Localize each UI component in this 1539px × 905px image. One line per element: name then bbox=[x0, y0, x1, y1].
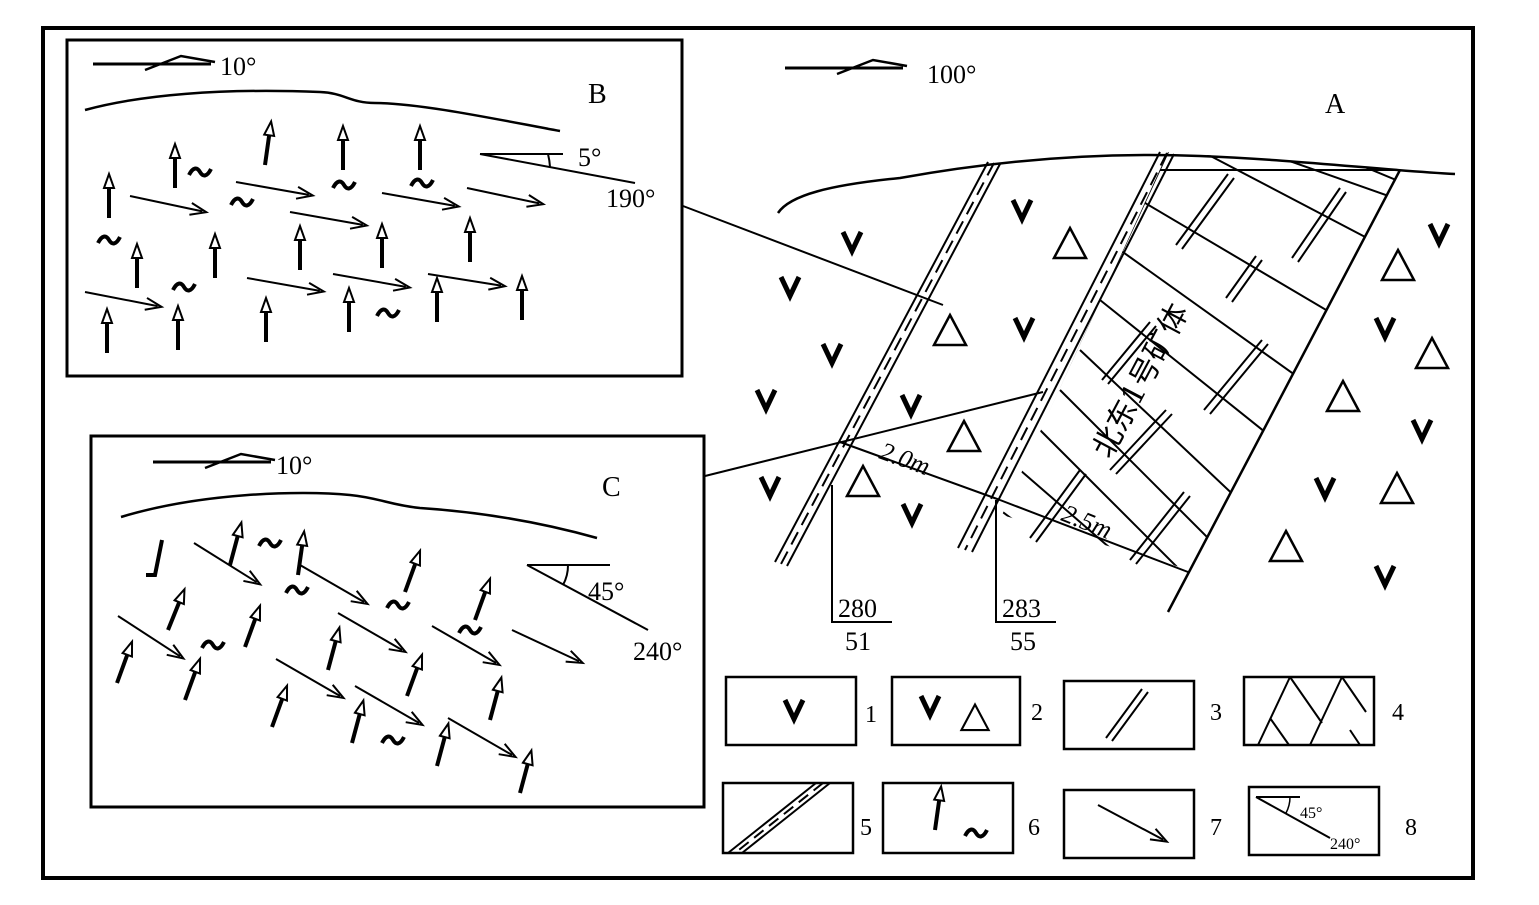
left-dike bbox=[774, 161, 1001, 567]
panel-b-plunge: 5° bbox=[578, 143, 601, 172]
legend-number-2: 2 bbox=[1031, 700, 1043, 726]
legend-attitude-trend: 240° bbox=[1330, 836, 1360, 853]
attitude-leader-2 bbox=[995, 500, 1056, 623]
legend-box-8 bbox=[1247, 785, 1381, 857]
panel-c-letter: C bbox=[602, 472, 621, 503]
legend-box-5 bbox=[721, 781, 855, 855]
outer-frame bbox=[41, 26, 1475, 880]
legend-orebody-hatch-icon bbox=[1257, 676, 1367, 746]
ground-surface-line bbox=[776, 153, 1456, 214]
panel-c-attitude-line bbox=[526, 564, 649, 631]
panel-a-letter: A bbox=[1325, 89, 1346, 120]
attitude-1-direction: 280 bbox=[838, 594, 877, 623]
attitude-2-angle: 55 bbox=[1010, 627, 1036, 656]
legend-number-5: 5 bbox=[860, 815, 872, 841]
legend-box-7 bbox=[1062, 788, 1196, 860]
panel-a-orientation: 100° bbox=[927, 60, 976, 89]
attitude-1-angle: 51 bbox=[845, 627, 871, 656]
legend-dike-icon bbox=[727, 782, 831, 854]
legend-number-6: 6 bbox=[1028, 815, 1040, 841]
panel-b-attitude-line bbox=[479, 153, 636, 184]
legend-box-4 bbox=[1242, 675, 1376, 747]
legend-box-2 bbox=[890, 675, 1022, 747]
quartz-veins bbox=[1029, 173, 1347, 565]
attitude-2-direction: 283 bbox=[1002, 594, 1041, 623]
panel-b-orientation: 10° bbox=[220, 52, 256, 81]
legend-number-7: 7 bbox=[1210, 815, 1222, 841]
attitude-leader-1 bbox=[831, 485, 892, 623]
panel-b-surface-line bbox=[84, 89, 561, 133]
ore-body-label: 北东1号矿体 bbox=[1086, 298, 1196, 464]
panel-c-surface-line bbox=[120, 491, 598, 540]
panel-c-trend: 240° bbox=[633, 637, 682, 666]
legend-attitude-line bbox=[1255, 796, 1331, 839]
panel-c-inset: 10° C 45° 240° bbox=[89, 434, 706, 809]
width-line-2 bbox=[999, 499, 1189, 573]
legend-number-1: 1 bbox=[865, 702, 877, 728]
north-arrow-icon bbox=[783, 58, 909, 76]
legend-tilde-icon bbox=[963, 827, 989, 839]
ore-body-hangingwall bbox=[1166, 169, 1402, 613]
panel-b-inset: 10° B 5° 190° bbox=[65, 38, 684, 378]
legend-number-4: 4 bbox=[1392, 700, 1404, 726]
legend-box-6 bbox=[881, 781, 1015, 855]
legend-attitude-arc bbox=[1285, 796, 1291, 814]
panel-c-attitude-arc bbox=[562, 564, 570, 586]
legend-vein-icon bbox=[1105, 688, 1149, 742]
panel-c-hook-symbol bbox=[146, 539, 164, 577]
panel-c-orientation: 10° bbox=[276, 451, 312, 480]
panel-a-cross-section: 100° A bbox=[682, 58, 1456, 656]
legend-attitude-angle: 45° bbox=[1300, 805, 1322, 822]
width-label-1: 2.0m bbox=[876, 436, 934, 481]
panel-b-letter: B bbox=[588, 79, 607, 110]
connector-b bbox=[682, 205, 944, 306]
width-line-1 bbox=[839, 441, 1001, 501]
legend-mineral-lineation-icon bbox=[928, 783, 949, 833]
legend-triangle-icon bbox=[960, 703, 990, 732]
connector-c bbox=[704, 391, 1044, 477]
legend-box-3 bbox=[1062, 679, 1196, 751]
panel-c-plunge: 45° bbox=[588, 577, 624, 606]
legend: 1 2 3 4 5 6 7 45° bbox=[721, 675, 1417, 860]
legend-box-1 bbox=[724, 675, 858, 747]
legend-v-icon bbox=[785, 700, 803, 719]
legend-v-icon-2 bbox=[921, 696, 939, 715]
panel-b-trend: 190° bbox=[606, 184, 655, 213]
legend-number-8: 8 bbox=[1405, 815, 1417, 841]
right-dike bbox=[957, 151, 1175, 553]
legend-stretching-lineation-icon bbox=[1094, 798, 1171, 848]
panel-b-attitude-arc bbox=[547, 153, 551, 168]
width-label-2: 2.5m bbox=[1058, 499, 1116, 545]
legend-number-3: 3 bbox=[1210, 700, 1222, 726]
